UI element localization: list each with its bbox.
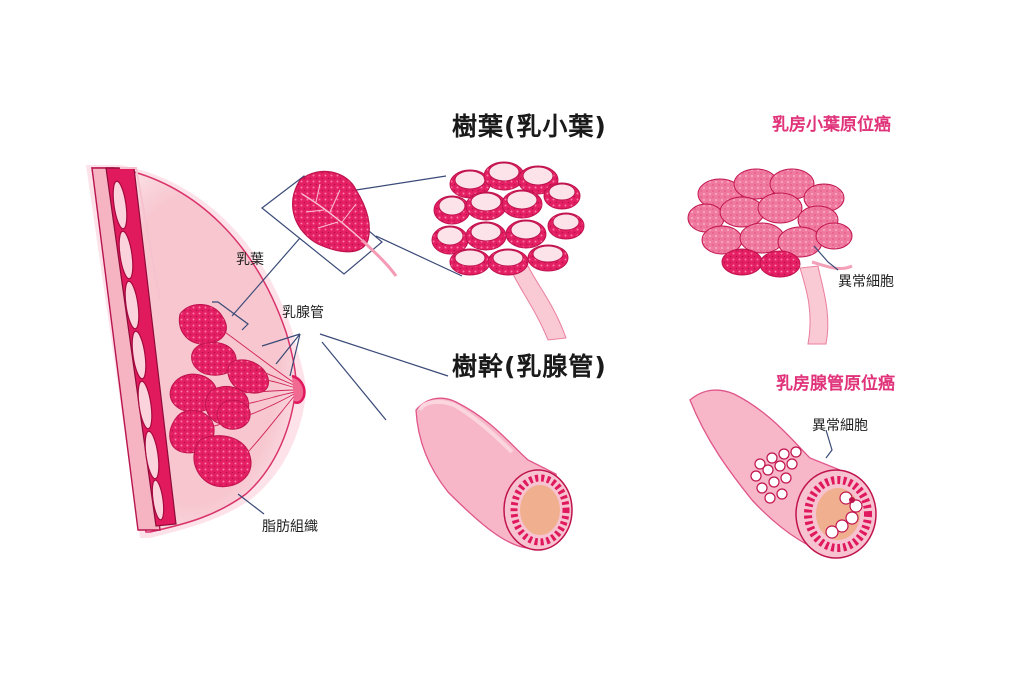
lobe-label: 乳葉 — [236, 252, 264, 268]
dcis-title: 乳房腺管原位癌 — [776, 374, 895, 394]
lcis-title: 乳房小葉原位癌 — [772, 115, 891, 135]
duct-lumen — [520, 485, 560, 535]
dcis-abnormal-cells-label: 異常細胞 — [812, 418, 868, 434]
nipple — [291, 374, 306, 404]
lobe-leaf — [292, 170, 398, 277]
fat-tissue-label: 脂肪組織 — [262, 519, 318, 535]
breast-cross-section — [86, 165, 306, 538]
lobule-acini — [431, 161, 585, 276]
dcis-tumor-cells — [750, 446, 802, 504]
breast-lobes — [169, 304, 270, 488]
lcis-stem — [799, 265, 829, 345]
lobule-stem — [509, 265, 567, 341]
duct-title: 樹幹(乳腺管) — [452, 352, 607, 381]
lcis-pointer — [813, 245, 839, 271]
dcis-pointer — [825, 429, 833, 459]
lcis-lobule — [687, 168, 853, 345]
normal-lobule — [431, 161, 585, 341]
lobule-title: 樹葉(乳小葉) — [452, 112, 607, 141]
breast-ducts — [213, 329, 297, 453]
lcis-abnormal-cells-label: 異常細胞 — [838, 274, 894, 290]
ribs — [112, 180, 165, 521]
duct-label: 乳腺管 — [282, 305, 324, 321]
normal-duct — [415, 397, 573, 551]
leader-lines — [212, 175, 463, 515]
dcis-duct — [689, 389, 877, 559]
leaf-stem — [360, 238, 398, 277]
lcis-acini — [687, 168, 853, 278]
